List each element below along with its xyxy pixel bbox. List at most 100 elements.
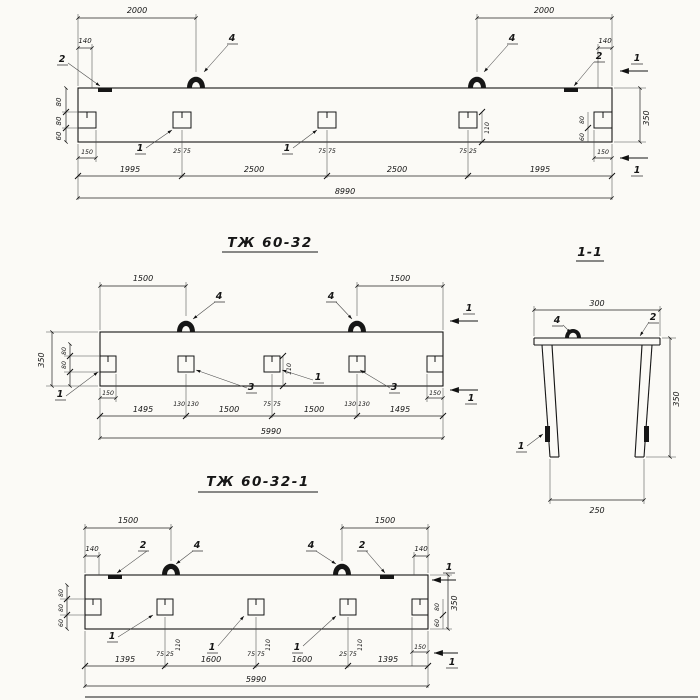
dim-height: 350 [672,391,681,406]
dim-chain: 2500 [387,165,407,174]
callout-plate: 2 [359,540,366,551]
dim-side: 80 [434,603,441,611]
dim-chain: 1500 [304,405,324,414]
section-profile [533,329,661,458]
elevation-5990-1: 1500 1500 140 140 2 4 4 2 80 80 60 350 [58,516,459,688]
lifting-loop-icon [177,320,195,332]
d3-callouts-top: 2 4 4 2 [116,540,386,574]
section-mark-label: 1 [634,53,641,64]
dim-split: 25 75 [339,651,357,658]
d2-top-dims: 1500 1500 [98,274,445,330]
dim-height: 350 [37,352,46,367]
section-mark-label: 1 [446,562,453,573]
dim-anchor-length: 150 [597,149,609,156]
lifting-loop-icon [468,76,486,88]
dim-offset-left: 140 [78,37,92,45]
callout-plate: 2 [59,54,66,65]
d3-top-dims: 1500 1500 140 140 [83,516,430,575]
dim-offset-left: 140 [85,545,99,553]
dim-side: 80 [58,604,65,612]
d3-section-marks: 1 1 [432,562,458,669]
callout-anchor: 1 [315,372,322,383]
section-1-1: 1-1 300 350 250 4 2 1 [516,244,681,515]
section-mark-label: 1 [466,303,473,314]
drawing-title: ТЖ 60-32-1 [206,474,310,490]
dim-anchor-length: 150 [429,390,441,397]
dim-height: 350 [450,595,459,610]
dim-chain: 1395 [115,655,135,664]
drawing-title: ТЖ 60-32 [227,235,313,251]
anchor-plates [77,111,613,129]
dim-anchor-height: 110 [286,363,293,375]
dim-split: 75 25 [459,148,477,155]
anchor-plates [84,598,429,616]
dim-span-left: 1500 [133,274,153,283]
d1-right-dims: 350 80 60 110 [478,86,651,146]
callout-plate: 2 [140,540,147,551]
embed-plate [545,426,550,442]
lifting-loop-icon [187,76,205,88]
dim-split: 130 130 [173,401,199,408]
callout-anchor3: 3 [391,382,398,393]
embed-plate [564,88,578,92]
dim-total: 8990 [335,187,355,196]
callout-anchor: 1 [109,631,116,642]
dim-anchor-height: 110 [484,122,491,134]
embed-plate [644,426,649,442]
dim-width-top: 300 [589,299,604,308]
dim-chain: 1995 [120,165,140,174]
lifting-loop-icon [333,563,351,575]
callout-anchor: 1 [518,441,525,452]
dim-span-left: 2000 [127,6,147,15]
dim-side: 60 [434,619,441,627]
section-mark-label: 1 [449,657,456,668]
callout-anchor: 1 [294,642,301,653]
dim-anchor-height: 110 [175,639,182,651]
dim-side: 60 [58,619,65,627]
dim-offset-right: 140 [414,545,428,553]
callout-anchor: 1 [209,642,216,653]
dim-side: 80 [55,97,63,106]
lifting-loop-icon [162,563,180,575]
dim-span-right: 1500 [390,274,410,283]
elevation-8990: 2000 2000 140 140 80 80 60 350 80 60 110 [55,6,651,200]
dim-split: 75 75 [318,148,336,155]
dim-side: 80 [61,347,68,355]
dim-anchor-height: 110 [265,639,272,651]
dim-chain: 1395 [378,655,398,664]
d2-section-marks: 1 1 [450,303,478,405]
dim-chain: 1600 [292,655,312,664]
lifting-loop-icon [348,320,366,332]
lifting-loop-icon [565,329,581,338]
dim-span-right: 2000 [534,6,554,15]
embed-plate [108,575,122,579]
dim-chain: 1600 [201,655,221,664]
dim-offset-right: 140 [598,37,612,45]
d3-right-dims: 350 80 60 [430,573,459,631]
callout-loop: 4 [508,33,516,44]
callout-loop: 4 [215,291,223,302]
d1-bottom-dims: 150 150 25 75 75 75 75 25 1995 2500 2500… [74,130,616,200]
dim-split: 130 130 [344,401,370,408]
callout-loop: 4 [553,315,561,326]
dim-side: 80 [58,589,65,597]
d1-callouts: 2 4 4 2 1 1 [57,33,605,155]
dim-chain: 1495 [133,405,153,414]
callout-plate: 2 [650,312,657,323]
callout-plate: 2 [596,51,603,62]
dim-span-right: 1500 [375,516,395,525]
dim-height: 350 [642,110,651,125]
dim-anchor-length: 150 [81,149,93,156]
d3-bottom-dims: 110 110 110 75 25 75 75 25 75 150 1395 1… [81,617,432,688]
callout-loop: 4 [193,540,201,551]
elevation-5990: 1500 1500 350 80 80 150 150 130 130 75 7… [37,274,478,440]
d2-bottom-dims: 150 150 130 130 75 75 130 130 1495 1500 … [96,374,447,440]
dim-anchor-height: 110 [357,639,364,651]
embed-plate [380,575,394,579]
callout-anchor3: 3 [248,382,255,393]
callout-anchor: 1 [284,143,291,154]
dim-chain: 1995 [530,165,550,174]
dim-side: 80 [55,116,63,125]
